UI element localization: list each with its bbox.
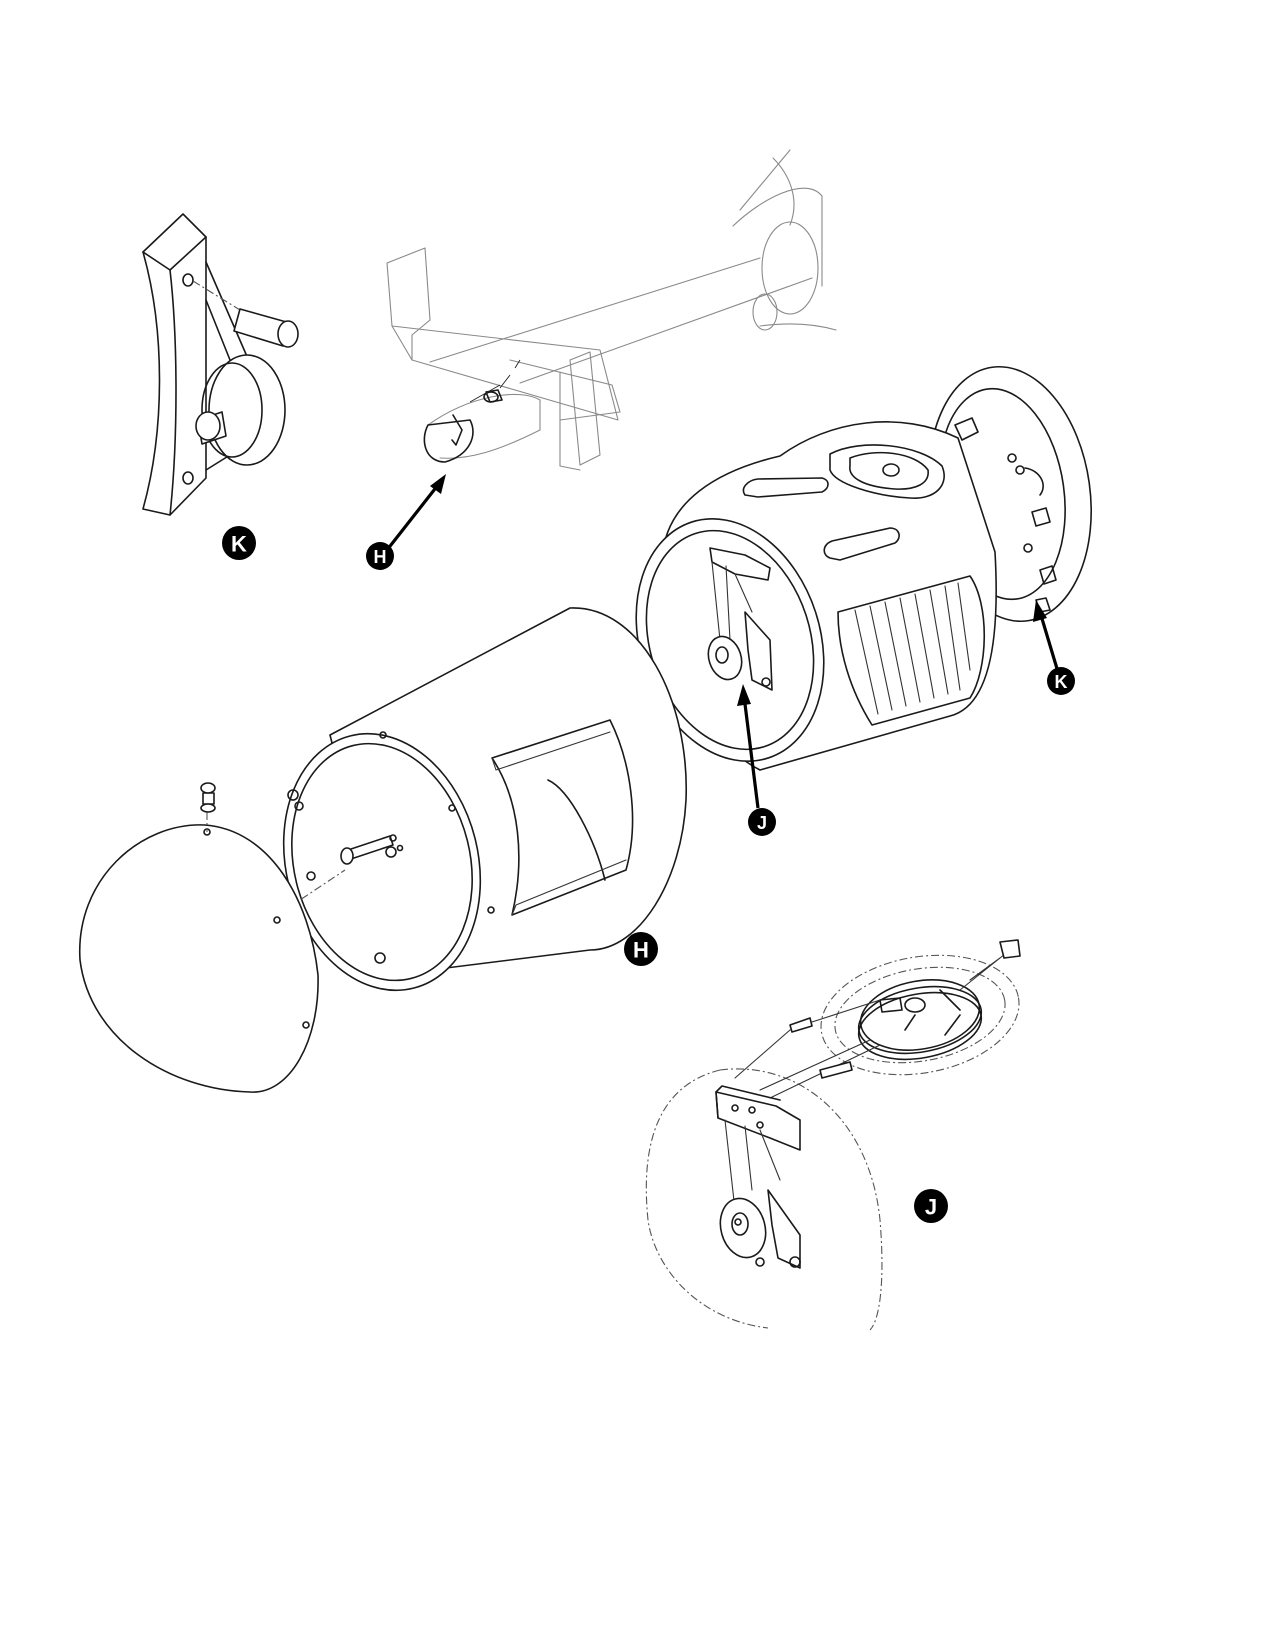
- callout-k-detail-label: K: [231, 532, 247, 557]
- nose-dome: [79, 782, 319, 1093]
- pointer-arrows: [385, 474, 1060, 809]
- callout-k-pointer: K: [1047, 667, 1075, 695]
- callout-j-pointer: J: [748, 808, 776, 836]
- cylinder-shell: [282, 607, 687, 992]
- callout-k-pointer-label: K: [1055, 672, 1068, 692]
- callout-h-pointer-label: H: [374, 547, 387, 567]
- overview-tail-assembly: [386, 149, 837, 471]
- drum-assembly: [635, 365, 1092, 771]
- callout-j-detail: J: [914, 1189, 948, 1223]
- arrow-j: [742, 695, 760, 809]
- callout-j-detail-label: J: [925, 1195, 937, 1220]
- callout-h-pointer: H: [366, 542, 394, 570]
- callout-k-detail: K: [222, 526, 256, 560]
- detail-j-cable-assembly: [645, 939, 1021, 1331]
- callout-h-detail-label: H: [633, 938, 649, 963]
- callout-h-detail: H: [624, 932, 658, 966]
- callout-j-pointer-label: J: [757, 813, 767, 833]
- arrow-h: [385, 484, 440, 551]
- arrow-k: [1038, 611, 1060, 673]
- detail-k-hinge-bracket: [142, 213, 299, 516]
